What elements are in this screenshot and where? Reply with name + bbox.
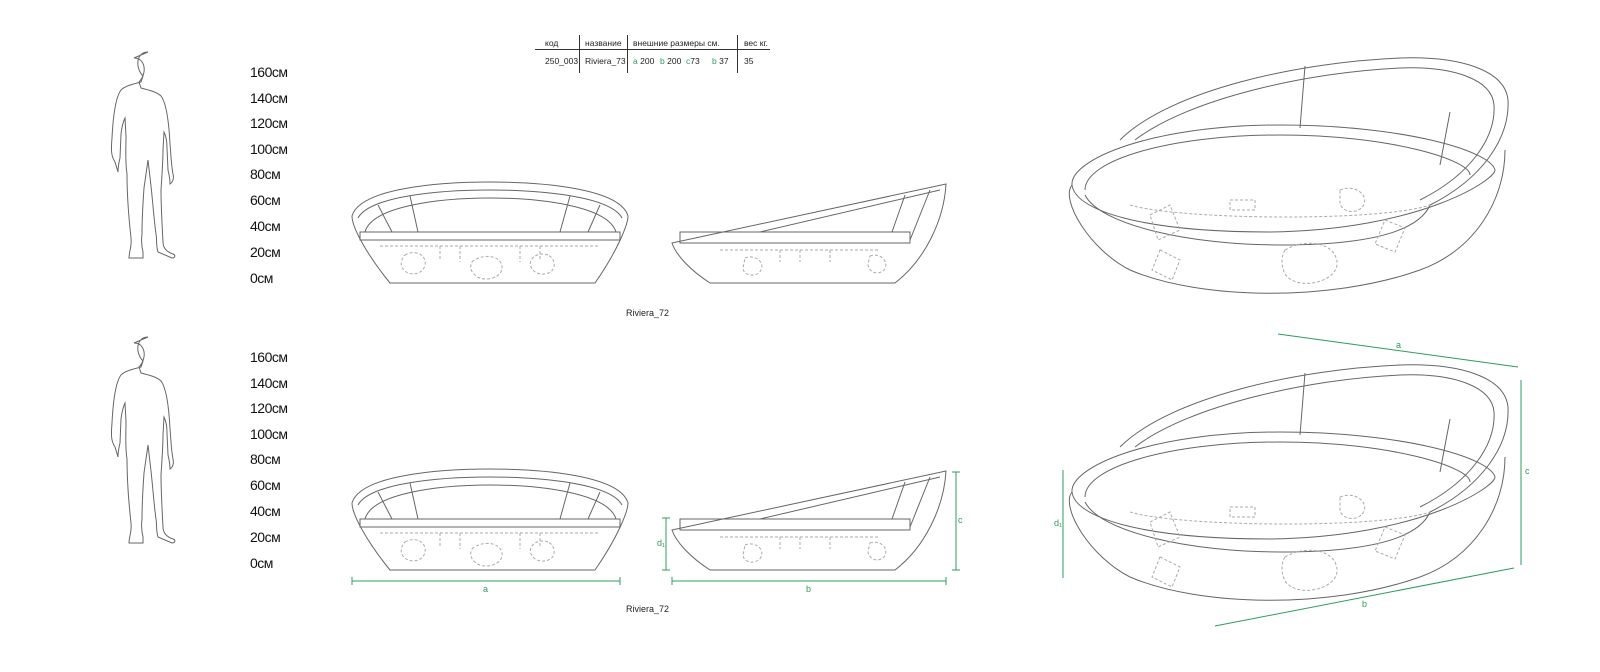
row-dim-b: b 200 [660,56,682,66]
dimension-c-perspective: c [1525,466,1530,476]
row-weight: 35 [744,56,754,66]
scale-mark-80: 80см [250,451,281,467]
dimension-b-side: b [806,584,812,594]
dimension-b-perspective: b [1362,599,1368,609]
dimension-d-perspective: d₁ [1054,518,1063,528]
row-name: Riviera_73 [585,56,626,66]
scale-mark-100: 100см [250,141,288,157]
scale-mark-100: 100см [250,426,288,442]
scale-mark-160: 160см [250,349,288,365]
height-scale-top: 160см 140см 120см 100см 80см 60см 40см 2… [250,64,310,288]
header-name: название [585,38,622,48]
scale-mark-0: 0см [250,555,273,571]
row-dim-c: c73 [686,56,700,66]
header-code: код [545,38,559,48]
scale-mark-0: 0см [250,270,273,286]
dimension-a-perspective: a [1396,340,1402,350]
scale-mark-80: 80см [250,166,281,182]
header-weight: вес кг. [744,38,768,48]
height-scale-bottom: 160см 140см 120см 100см 80см 60см 40см 2… [250,349,310,573]
scale-mark-60: 60см [250,192,281,208]
dimension-d-side: d₁ [657,538,666,548]
row-code: 250_003 [545,56,579,66]
header-dimensions: внешние размеры см. [633,38,720,48]
scale-mark-20: 20см [250,244,281,260]
scale-mark-120: 120см [250,115,288,131]
table-divider-3 [737,35,738,73]
caption-top: Riviera_72 [626,308,670,318]
scale-mark-120: 120см [250,400,288,416]
table-divider-1 [579,35,580,73]
dimension-c-side: c [958,515,963,525]
scale-mark-60: 60см [250,477,281,493]
scale-mark-40: 40см [250,218,281,234]
scale-mark-40: 40см [250,503,281,519]
table-divider-2 [627,35,628,73]
row-dim-a: a 200 [633,56,655,66]
dimension-a-front: a [483,584,489,594]
scale-mark-20: 20см [250,529,281,545]
table-header-rule [535,49,770,50]
scale-mark-140: 140см [250,90,288,106]
row-dim-b2: b 37 [712,56,729,66]
scale-mark-160: 160см [250,64,288,80]
scale-mark-140: 140см [250,375,288,391]
caption-bottom: Riviera_72 [626,604,670,614]
